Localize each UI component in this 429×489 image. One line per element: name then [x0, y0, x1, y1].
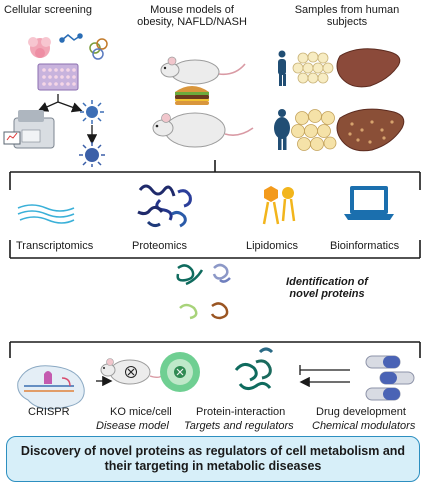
disease-model-label: Disease model	[96, 420, 169, 432]
protein-interaction-icon	[234, 347, 274, 391]
mouse-icon-1	[160, 56, 246, 85]
human-obese-icon	[274, 109, 290, 150]
human-lean-icon	[278, 50, 286, 86]
crispr-icon	[17, 365, 85, 410]
cell-icon-2	[79, 142, 105, 167]
chemical-modulators-label: Chemical modulators	[312, 420, 416, 432]
proteomics-label: Proteomics	[132, 240, 188, 252]
summary-banner: Discovery of novel proteins as regulator…	[6, 436, 420, 482]
crispr-label: CRISPR	[28, 406, 70, 418]
bottom-bracket	[9, 341, 421, 358]
cell-icon-1	[80, 100, 104, 124]
human-samples-label: Samples from human subjects	[294, 4, 400, 28]
adipocytes-lean-icon	[292, 51, 334, 84]
rna-strands-icon	[17, 204, 75, 224]
lipid-icon	[262, 186, 296, 225]
ko-mouse-icon	[100, 358, 165, 385]
pills-icon	[365, 355, 415, 401]
lab-instrument-icon	[3, 110, 55, 149]
petri-dish-icon	[89, 38, 108, 60]
protein-interaction-label: Protein-interaction	[196, 406, 286, 418]
cellular-screening-label: Cellular screening	[4, 4, 93, 16]
ko-cell-icon	[160, 352, 200, 392]
top-bracket	[9, 160, 421, 190]
healthy-liver-icon	[336, 48, 401, 88]
transcriptomics-label: Transcriptomics	[16, 240, 94, 252]
inhibition-arrows	[299, 365, 350, 388]
omics-bracket	[9, 240, 421, 259]
targets-regulators-label: Targets and regulators	[184, 420, 294, 432]
ko-mice-label: KO mice/cell	[110, 406, 172, 418]
summary-banner-text: Discovery of novel proteins as regulator…	[20, 444, 406, 473]
laptop-icon	[344, 186, 394, 220]
cell-cluster-icon	[28, 37, 51, 58]
fatty-liver-icon	[336, 108, 405, 152]
obese-mouse-icon	[152, 112, 254, 148]
well-plate-icon	[37, 63, 79, 91]
mouse-models-label: Mouse models of obesity, NAFLD/NASH	[137, 4, 247, 28]
adipocytes-obese-icon	[291, 109, 337, 151]
protein-cluster-icon	[176, 263, 231, 320]
protein-structures-icon	[137, 184, 192, 228]
burger-icon	[175, 86, 209, 105]
identification-label: Identification of novel proteins	[286, 276, 368, 300]
bioinformatics-label: Bioinformatics	[330, 240, 400, 252]
drug-development-label: Drug development	[316, 406, 406, 418]
lipidomics-label: Lipidomics	[246, 240, 298, 252]
split-arrows	[37, 94, 98, 145]
molecule-icon	[59, 33, 83, 43]
